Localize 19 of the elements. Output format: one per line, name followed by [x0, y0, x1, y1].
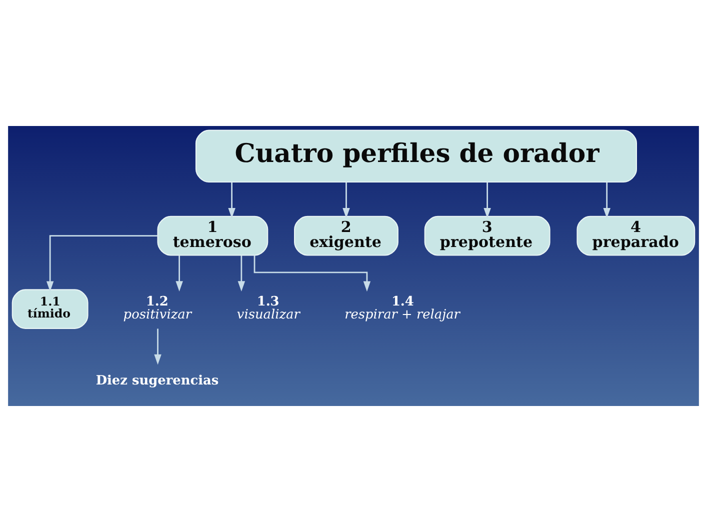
node-box: 1.1 tímido [12, 289, 88, 329]
node-box: 4 preparado [576, 216, 696, 256]
node-text: 1.4 respirar + relajar [344, 294, 460, 322]
node-box: 1 temeroso [157, 216, 268, 256]
node-box: 3 prepotente [424, 216, 550, 256]
arrow [228, 182, 236, 218]
node-box: 2 exigente [294, 216, 398, 256]
arrow [176, 255, 183, 292]
arrow [484, 182, 491, 218]
arrow [46, 235, 158, 292]
arrow [254, 255, 371, 292]
arrow [154, 328, 162, 365]
arrow [603, 182, 610, 218]
node-box: Cuatro perfiles de orador [195, 130, 637, 183]
node-text: Diez sugerencias [96, 374, 219, 389]
arrow [238, 255, 246, 292]
node-text: 1.3 visualizar [236, 294, 300, 322]
node-text: 1.2 positivizar [123, 294, 192, 322]
arrow [342, 182, 350, 218]
